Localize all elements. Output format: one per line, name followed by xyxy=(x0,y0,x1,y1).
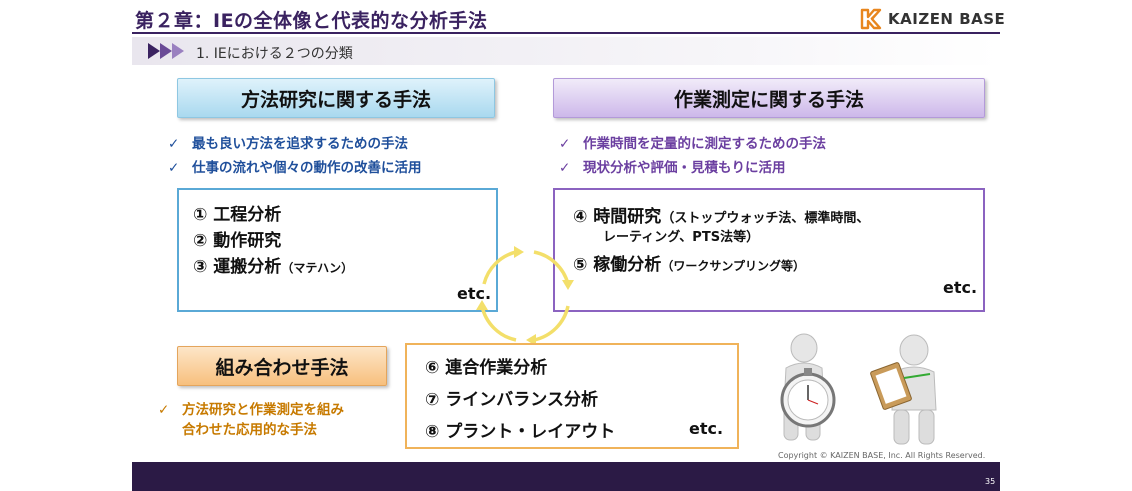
combination-item-7: ⑦ ラインバランス分析 xyxy=(425,390,598,410)
work-measurement-heading: 作業測定に関する手法 xyxy=(553,78,985,118)
work-item-5: ⑤ 稼働分析（ワークサンプリング等） xyxy=(573,255,805,275)
method-item-1: ① 工程分析 xyxy=(193,205,282,225)
check-icon: ✓ xyxy=(158,402,170,418)
bullet-text: 方法研究と作業測定を組み xyxy=(182,402,344,418)
bullet-text: 合わせた応用的な手法 xyxy=(182,422,317,438)
copyright-text: Copyright © KAIZEN BASE, Inc. All Rights… xyxy=(778,451,986,460)
method-item-3: ③ 運搬分析（マテハン） xyxy=(193,257,354,277)
bullet-text: 現状分析や評価・見積もりに活用 xyxy=(583,160,786,176)
work-item-4: ④ 時間研究（ストップウォッチ法、標準時間、 xyxy=(573,207,870,227)
check-icon: ✓ xyxy=(559,136,571,152)
bullet-item: ✓ 現状分析や評価・見積もりに活用 xyxy=(559,156,826,180)
check-icon: ✓ xyxy=(168,160,180,176)
bullet-text: 最も良い方法を追求するための手法 xyxy=(192,136,408,152)
section-title: 1. IEにおける２つの分類 xyxy=(196,46,353,62)
chapter-title: 第２章：IEの全体像と代表的な分析手法 xyxy=(135,10,488,32)
work-measurement-bullets: ✓ 作業時間を定量的に測定するための手法 ✓ 現状分析や評価・見積もりに活用 xyxy=(559,132,826,180)
combination-item-8: ⑧ プラント・レイアウト xyxy=(425,422,616,442)
cycle-arrows-icon xyxy=(476,246,574,346)
work-item-4-note: レーティング、PTS法等） xyxy=(603,230,760,245)
header-divider xyxy=(132,32,1000,34)
section-bar xyxy=(132,37,1000,65)
combination-bullets: ✓ 方法研究と作業測定を組み 合わせた応用的な手法 xyxy=(158,400,344,440)
check-icon: ✓ xyxy=(168,136,180,152)
kaizen-logo-icon xyxy=(860,8,882,30)
bullet-text: 仕事の流れや個々の動作の改善に活用 xyxy=(192,160,422,176)
combination-box: ⑥ 連合作業分析 ⑦ ラインバランス分析 ⑧ プラント・レイアウト etc. xyxy=(405,343,739,449)
combination-heading: 組み合わせ手法 xyxy=(177,346,387,386)
method-study-heading: 方法研究に関する手法 xyxy=(177,78,495,118)
bullet-item: ✓ 方法研究と作業測定を組み xyxy=(158,400,344,420)
work-measurement-box: ④ 時間研究（ストップウォッチ法、標準時間、 レーティング、PTS法等） ⑤ 稼… xyxy=(553,188,985,312)
method-study-bullets: ✓ 最も良い方法を追求するための手法 ✓ 仕事の流れや個々の動作の改善に活用 xyxy=(168,132,422,180)
page-number: 35 xyxy=(985,477,996,486)
footer-bar xyxy=(132,462,1000,491)
work-etc: etc. xyxy=(943,278,978,297)
method-study-box: ① 工程分析 ② 動作研究 ③ 運搬分析（マテハン） etc. xyxy=(177,188,498,312)
bullet-item: ✓ 最も良い方法を追求するための手法 xyxy=(168,132,422,156)
method-etc: etc. xyxy=(457,284,492,303)
combination-etc: etc. xyxy=(689,419,724,438)
triple-arrow-icon xyxy=(148,43,184,59)
method-item-2: ② 動作研究 xyxy=(193,231,282,251)
bullet-item: ✓ 仕事の流れや個々の動作の改善に活用 xyxy=(168,156,422,180)
check-icon: ✓ xyxy=(559,160,571,176)
stopwatch-and-clipboard-figures-illustration xyxy=(780,333,937,445)
logo-text: KAIZEN BASE xyxy=(888,10,1006,28)
bullet-item: ✓ 作業時間を定量的に測定するための手法 xyxy=(559,132,826,156)
combination-item-6: ⑥ 連合作業分析 xyxy=(425,358,548,378)
bullet-item: 合わせた応用的な手法 xyxy=(158,420,344,440)
bullet-text: 作業時間を定量的に測定するための手法 xyxy=(583,136,826,152)
kaizen-base-logo: KAIZEN BASE xyxy=(858,7,1005,31)
